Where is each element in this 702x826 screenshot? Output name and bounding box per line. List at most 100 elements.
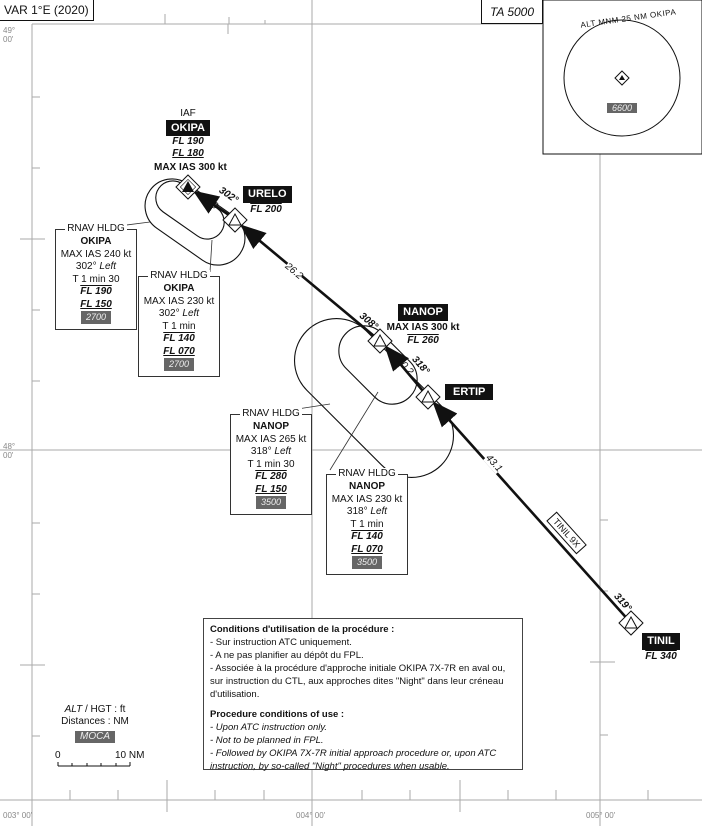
scale-start: 0 [55, 750, 61, 761]
hold-upper-limit: FL 280 [255, 471, 287, 482]
okipa-alt-min: FL 180 [172, 148, 204, 159]
leg-ertip-nanop [384, 345, 424, 392]
route [192, 190, 632, 624]
hold-lower-limit: FL 150 [80, 298, 112, 310]
scale-end: 10 NM [115, 750, 145, 761]
hold-fix: NANOP [348, 481, 386, 492]
legend: ALT / HGT : ft Distances : NM MOCA [45, 704, 145, 743]
hold-course: 302° [158, 308, 180, 319]
hold-speed: MAX IAS 240 kt [60, 248, 132, 260]
hold-moca: 2700 [80, 311, 112, 324]
conditions-en-item: - Followed by OKIPA 7X-7R initial approa… [210, 748, 497, 772]
fix-symbols [175, 174, 644, 636]
hold-turn: Left [182, 308, 200, 319]
hold-speed: MAX IAS 230 kt [331, 493, 403, 505]
lon-005-label: 005° [586, 811, 603, 820]
lon-003-min: 00' [21, 811, 33, 820]
hold-box-okipa-lower[interactable]: RNAV HLDG OKIPA MAX IAS 230 kt 302° Left… [138, 270, 220, 377]
lat-49-label: 49° [3, 26, 16, 35]
hold-upper-limit: FL 190 [80, 286, 112, 297]
fix-okipa[interactable]: IAF OKIPA FL 190 FL 180 [148, 108, 228, 160]
hold-speed: MAX IAS 230 kt [143, 295, 215, 307]
fix-ertip[interactable]: ERTIP [445, 382, 494, 400]
conditions-fr-item: - A ne pas planifier au dépôt du FPL. [210, 650, 364, 661]
msa-circle [563, 19, 681, 137]
tinil-alt: FL 340 [645, 651, 677, 662]
hold-title: RNAV HLDG [240, 408, 302, 419]
hold-fix: OKIPA [163, 283, 195, 294]
hold-box-okipa-upper[interactable]: RNAV HLDG OKIPA MAX IAS 240 kt 302° Left… [55, 223, 137, 330]
nanop-fix-icon [367, 328, 393, 354]
hold-upper-limit: FL 140 [351, 531, 383, 542]
hold-fix: OKIPA [80, 236, 112, 247]
lat-48-label: 48° [3, 442, 16, 451]
conditions-box: Conditions d'utilisation de la procédure… [203, 618, 523, 772]
lat-49-min: 00' [3, 35, 14, 44]
conditions-en-title: Procedure conditions of use : [210, 709, 345, 720]
transition-altitude: TA 5000 [481, 0, 543, 24]
legend-moca: MOCA [75, 731, 115, 743]
urelo-fix-icon [222, 207, 248, 233]
okipa-speed: MAX IAS 300 kt [154, 162, 227, 173]
urelo-alt: FL 200 [250, 204, 282, 215]
msa-center-fix-icon [614, 70, 630, 86]
legend-distances: Distances : NM [61, 716, 129, 727]
hold-course: 318° [346, 506, 368, 517]
ertip-fix-icon [415, 384, 441, 410]
hold-moca: 3500 [255, 496, 287, 509]
lon-004-min: 00' [314, 811, 326, 820]
hold-upper-limit: FL 140 [163, 333, 195, 344]
hold-lower-limit: FL 070 [351, 543, 383, 555]
hold-time: T 1 min [162, 320, 196, 332]
hold-course: 318° [250, 446, 272, 457]
conditions-fr-item: - Sur instruction ATC uniquement. [210, 637, 352, 648]
lon-005-min: 00' [604, 811, 616, 820]
fix-nanop[interactable]: NANOP MAX IAS 300 kt FL 260 [386, 304, 460, 347]
hold-lower-limit: FL 150 [255, 483, 287, 495]
scale-bar [57, 762, 131, 767]
hold-box-nanop-lower[interactable]: RNAV HLDG NANOP MAX IAS 230 kt 318° Left… [326, 468, 408, 575]
nanop-alt: FL 260 [407, 335, 439, 346]
tinil-fix-icon [618, 610, 644, 636]
hold-title: RNAV HLDG [336, 468, 398, 479]
lon-004-label: 004° [296, 811, 313, 820]
hold-title: RNAV HLDG [65, 223, 127, 234]
hold-box-nanop-upper[interactable]: RNAV HLDG NANOP MAX IAS 265 kt 318° Left… [230, 408, 312, 515]
hold-fix: NANOP [252, 421, 290, 432]
hold-title: RNAV HLDG [148, 270, 210, 281]
hold-course: 302° [75, 261, 97, 272]
hold-speed: MAX IAS 265 kt [235, 433, 307, 445]
leg-nanop-urelo [240, 224, 375, 337]
okipa-alt-max: FL 190 [172, 136, 204, 147]
urelo-name: URELO [243, 186, 292, 203]
fix-tinil[interactable]: TINIL FL 340 [640, 633, 682, 663]
hold-lower-limit: FL 070 [163, 345, 195, 357]
hold-turn: Left [99, 261, 117, 272]
leg-urelo-okipa [192, 190, 230, 217]
magnetic-variation: VAR 1°E (2020) [0, 0, 94, 21]
hold-time: T 1 min 30 [247, 458, 295, 470]
nanop-speed: MAX IAS 300 kt [386, 322, 460, 333]
legend-alt: ALT [64, 704, 83, 715]
hold-time: T 1 min [350, 518, 384, 530]
okipa-role: IAF [180, 108, 196, 119]
msa-altitude: 6600 [607, 103, 638, 113]
okipa-name: OKIPA [165, 120, 211, 136]
legend-alt-hgt: / HGT : ft [82, 704, 126, 715]
fix-urelo[interactable]: URELO FL 200 [243, 186, 292, 216]
nanop-name: NANOP [398, 304, 448, 321]
conditions-fr-title: Conditions d'utilisation de la procédure… [210, 624, 395, 635]
hold-moca: 3500 [351, 556, 383, 569]
lon-003-label: 003° [3, 811, 20, 820]
leg-tinil-ertip [432, 401, 632, 624]
hold-moca: 2700 [163, 358, 195, 371]
tinil-name: TINIL [642, 633, 680, 650]
okipa-fix-icon [175, 174, 201, 200]
conditions-en-item: - Upon ATC instruction only. [210, 722, 328, 733]
lat-48-min: 00' [3, 451, 14, 460]
conditions-fr-item: - Associée à la procédure d'approche ini… [210, 663, 506, 700]
conditions-en-item: - Not to be planned in FPL. [210, 735, 324, 746]
